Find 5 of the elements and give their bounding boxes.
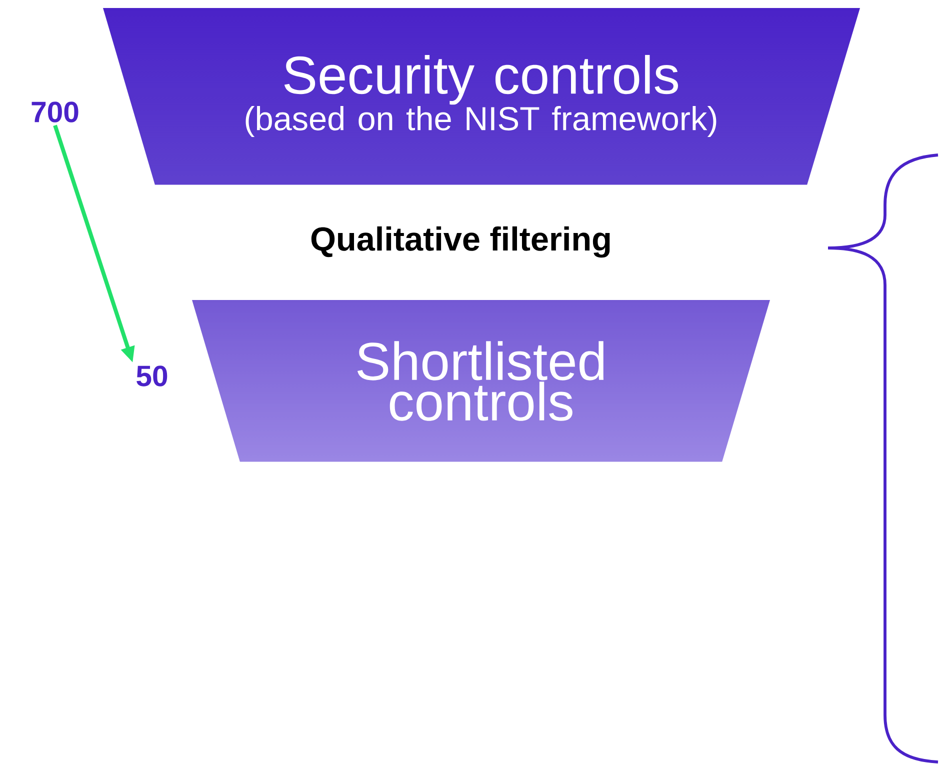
funnel-stage: Shortlisted controls <box>357 341 604 421</box>
stage-label: Qualitative filtering <box>311 226 610 258</box>
count-label: 700 <box>32 102 78 122</box>
count-label: 50 <box>136 366 168 386</box>
funnel-stage: Security controls (based on the NIST framework) <box>246 54 716 138</box>
